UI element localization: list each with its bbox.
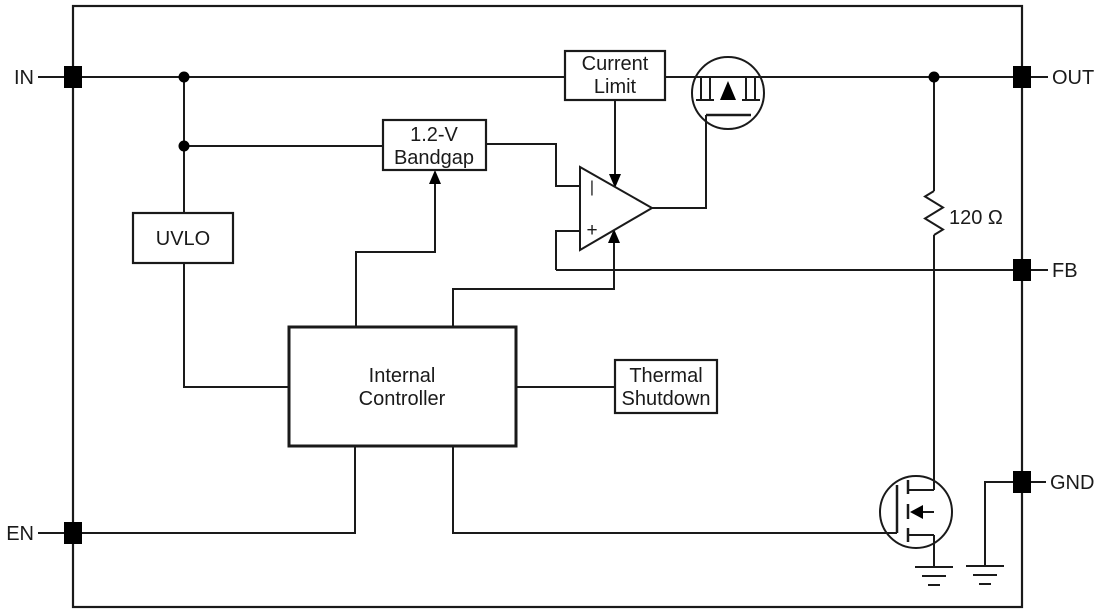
resistor-value-label: 120 Ω xyxy=(949,207,1003,229)
uvlo-block: UVLO xyxy=(131,211,235,265)
internal-controller-label-line1: Internal xyxy=(369,365,436,387)
bandgap-label-line2: Bandgap xyxy=(394,147,474,169)
pin-in-label: IN xyxy=(14,67,34,89)
nmos-circle xyxy=(879,475,953,549)
nmos-discharge-transistor xyxy=(879,475,953,567)
thermal-shutdown-label-line2: Shutdown xyxy=(622,388,711,410)
arrowhead-into-amp-plus xyxy=(608,229,620,243)
ground-bars-2 xyxy=(966,565,1004,585)
error-amplifier: | + xyxy=(579,165,655,252)
wire-amp-output-to-pmos-gate xyxy=(652,115,707,209)
pmos-circle xyxy=(691,56,765,130)
current-limit-label-line2: Limit xyxy=(594,76,637,98)
bandgap-block: 1.2-V Bandgap xyxy=(381,118,488,172)
pin-gnd-terminal xyxy=(1013,471,1031,493)
junction-dot-in-rail xyxy=(178,71,190,83)
internal-controller-label-line2: Controller xyxy=(359,388,446,410)
pmos-body-arrow xyxy=(720,81,736,100)
inverting-input-marker: | xyxy=(590,179,594,196)
pin-en-label: EN xyxy=(6,523,34,545)
feedback-resistor xyxy=(923,77,945,490)
ground-symbol-gnd-pin xyxy=(966,481,1013,585)
wire-noninverting-input-stub xyxy=(555,230,580,270)
wire-en-to-controller xyxy=(82,446,356,534)
wire-controller-to-amp-plus xyxy=(452,242,615,327)
wire-uvlo-to-controller xyxy=(183,263,289,388)
arrowhead-into-amp-top xyxy=(609,174,621,188)
internal-controller-block: Internal Controller xyxy=(287,325,518,448)
wire-bandgap-to-inverting-input xyxy=(486,143,580,187)
current-limit-label-line1: Current xyxy=(582,53,649,75)
ic-boundary xyxy=(71,4,1024,609)
ground-symbol-nmos xyxy=(915,566,953,586)
junction-dot-branch xyxy=(178,140,190,152)
nmos-body-arrow xyxy=(910,505,923,519)
pin-out-label: OUT xyxy=(1052,67,1094,89)
wire-controller-to-nmos-gate xyxy=(452,446,897,534)
uvlo-label: UVLO xyxy=(156,228,210,250)
current-limit-box xyxy=(563,49,667,102)
wire-gnd-pin-to-ground xyxy=(984,481,1013,566)
pin-gnd-label: GND xyxy=(1050,472,1094,494)
wire-controller-to-bandgap xyxy=(355,183,436,327)
pmos-pass-transistor xyxy=(691,56,765,130)
uvlo-box xyxy=(131,211,235,265)
pin-fb-terminal xyxy=(1013,259,1031,281)
error-amplifier-triangle xyxy=(579,165,655,252)
pin-in-terminal xyxy=(64,66,82,88)
noninverting-input-marker: + xyxy=(586,220,597,241)
ground-bars-1 xyxy=(915,566,953,586)
pmos-left-contact xyxy=(696,77,714,101)
pin-out-terminal xyxy=(1013,66,1031,88)
current-limit-block: Current Limit xyxy=(563,49,667,102)
thermal-shutdown-block: Thermal Shutdown xyxy=(613,358,719,415)
bandgap-label-line1: 1.2-V xyxy=(410,124,458,146)
resistor-zigzag xyxy=(923,190,945,236)
pin-fb-label: FB xyxy=(1052,260,1078,282)
pmos-right-contact xyxy=(742,77,760,101)
internal-controller-box xyxy=(287,325,518,448)
bandgap-box xyxy=(381,118,488,172)
junction-dot-out-rail xyxy=(928,71,940,83)
pin-en-terminal xyxy=(64,522,82,544)
thermal-shutdown-label-line1: Thermal xyxy=(629,365,702,387)
arrowhead-into-bandgap xyxy=(429,170,441,184)
thermal-shutdown-box xyxy=(613,358,719,415)
